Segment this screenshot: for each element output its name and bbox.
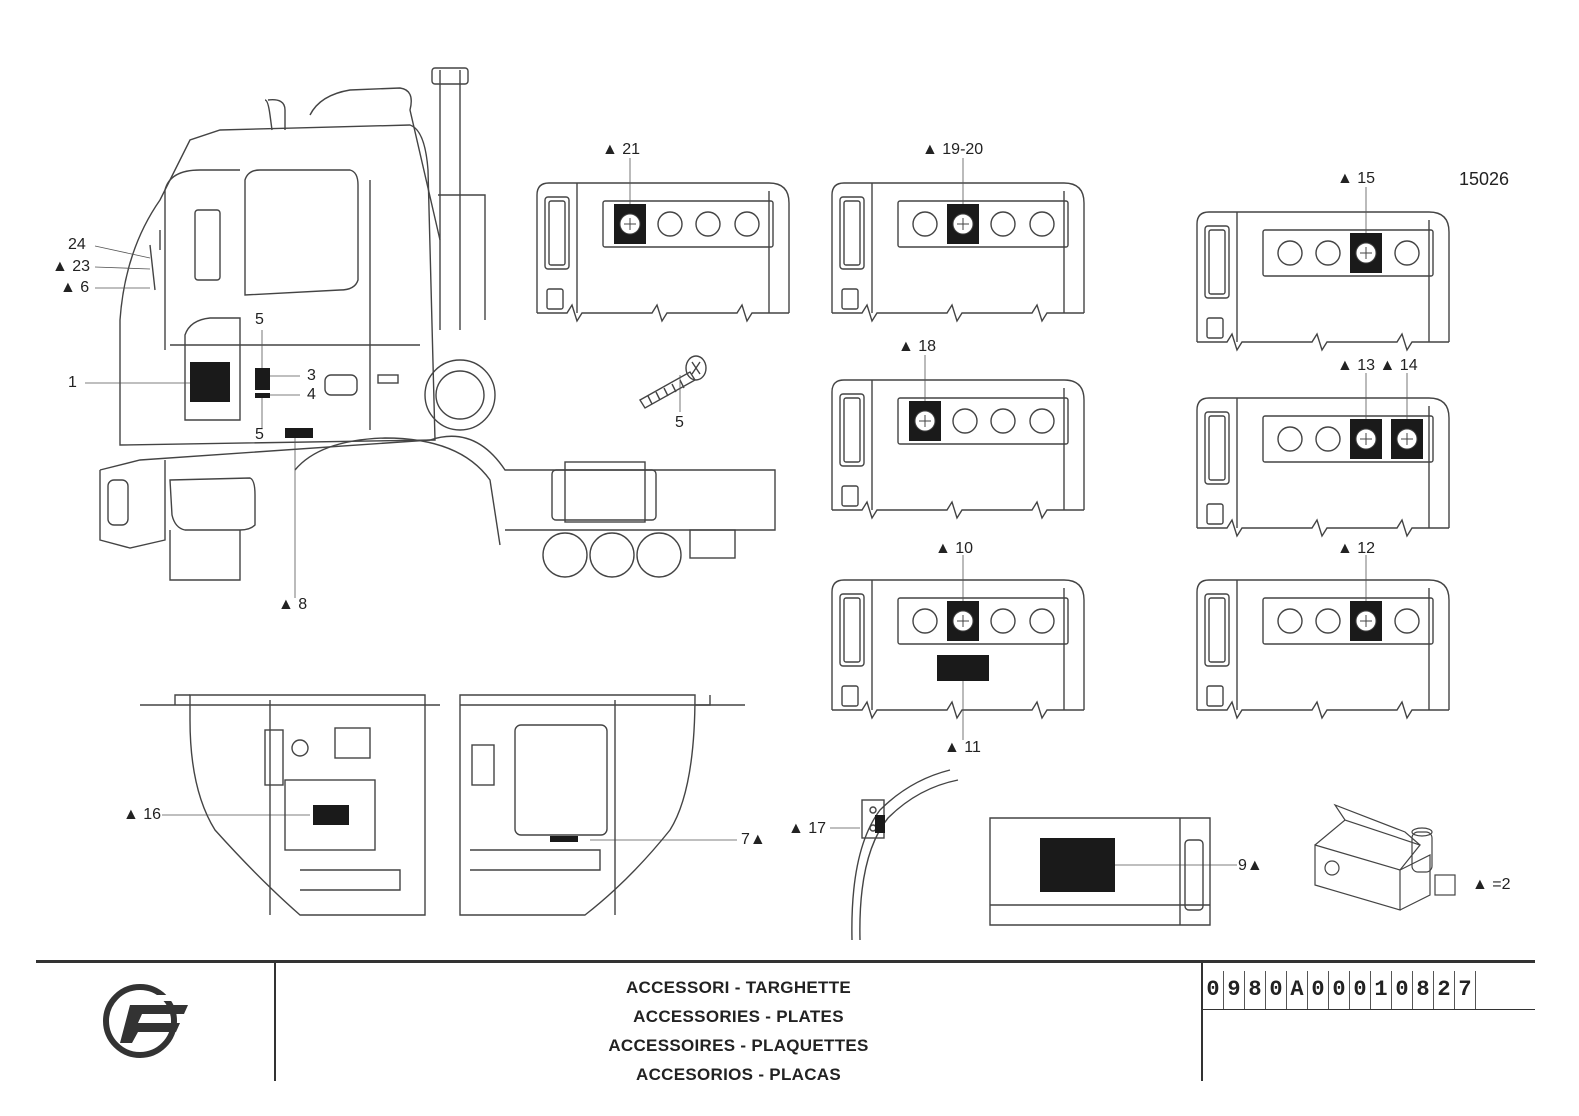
truck-side-view <box>99 67 776 581</box>
code-digit: 0 <box>1203 971 1224 1009</box>
logo-cell <box>36 963 276 1081</box>
callout-11: ▲ 11 <box>944 739 981 756</box>
fender-strip <box>851 769 959 941</box>
kit-box-illustration <box>1314 803 1456 911</box>
rear-view-left <box>140 694 440 916</box>
callout-3: 3 <box>307 367 316 384</box>
rear-view-right <box>459 694 745 916</box>
code-digit: 2 <box>1434 971 1455 1009</box>
callout-4: 4 <box>307 386 316 403</box>
title-english: ACCESSORIES - PLATES <box>633 1007 844 1026</box>
callout-2: ▲ =2 <box>1472 876 1511 893</box>
callout-16: ▲ 16 <box>123 806 162 823</box>
title-french: ACCESSOIRES - PLAQUETTES <box>608 1036 869 1055</box>
callout-6: ▲ 6 <box>60 279 90 296</box>
code-digit: 7 <box>1455 971 1476 1009</box>
title-cell: ACCESSORI - TARGHETTE ACCESSORIES - PLAT… <box>276 963 1203 1084</box>
callout-18: ▲ 18 <box>898 338 937 355</box>
code-digit: 0 <box>1350 971 1371 1009</box>
code-digit: 0 <box>1329 971 1350 1009</box>
callout-5-top: 5 <box>255 311 264 328</box>
code-digit: A <box>1287 971 1308 1009</box>
battery-box <box>989 817 1211 926</box>
brand-logo-icon <box>103 984 196 1058</box>
callout-12: ▲ 12 <box>1337 540 1376 557</box>
callout-13-14: ▲ 13 ▲ 14 <box>1337 357 1418 374</box>
technical-drawing <box>85 67 1456 941</box>
code-digit: 1 <box>1371 971 1392 1009</box>
callout-17: ▲ 17 <box>788 820 827 837</box>
callout-23: ▲ 23 <box>52 258 91 275</box>
lamp-panel-19-20 <box>831 158 1085 322</box>
title-block: ACCESSORI - TARGHETTE ACCESSORIES - PLAT… <box>36 960 1535 1084</box>
callout-19-20: ▲ 19-20 <box>922 141 984 158</box>
screw-illustration <box>639 355 707 409</box>
code-digit: 0 <box>1308 971 1329 1009</box>
callout-5-screw: 5 <box>675 414 684 431</box>
lamp-panel-13-14 <box>1196 373 1450 537</box>
code-digit: 9 <box>1224 971 1245 1009</box>
code-digit: 8 <box>1413 971 1434 1009</box>
title-spanish: ACCESORIOS - PLACAS <box>636 1065 841 1084</box>
callout-7: 7▲ <box>741 831 766 848</box>
lamp-panel-12 <box>1196 555 1450 719</box>
callout-1: 1 <box>68 374 77 391</box>
lamp-panel-18 <box>831 355 1085 519</box>
lamp-panel-10-11 <box>831 555 1085 740</box>
code-digit: 8 <box>1245 971 1266 1009</box>
code-digit: 0 <box>1392 971 1413 1009</box>
drawing-number: 15026 <box>1459 169 1510 189</box>
lamp-panel-21 <box>536 158 790 322</box>
callout-8: ▲ 8 <box>278 596 308 613</box>
title-italian: ACCESSORI - TARGHETTE <box>625 978 852 997</box>
callout-21: ▲ 21 <box>602 141 641 158</box>
lamp-panel-15 <box>1196 187 1450 351</box>
callout-15: ▲ 15 <box>1337 170 1376 187</box>
callout-5-bottom: 5 <box>255 426 264 443</box>
code-digit: 0 <box>1266 971 1287 1009</box>
callout-9: 9▲ <box>1238 857 1263 874</box>
callout-24: 24 <box>68 236 86 253</box>
callout-10: ▲ 10 <box>935 540 974 557</box>
